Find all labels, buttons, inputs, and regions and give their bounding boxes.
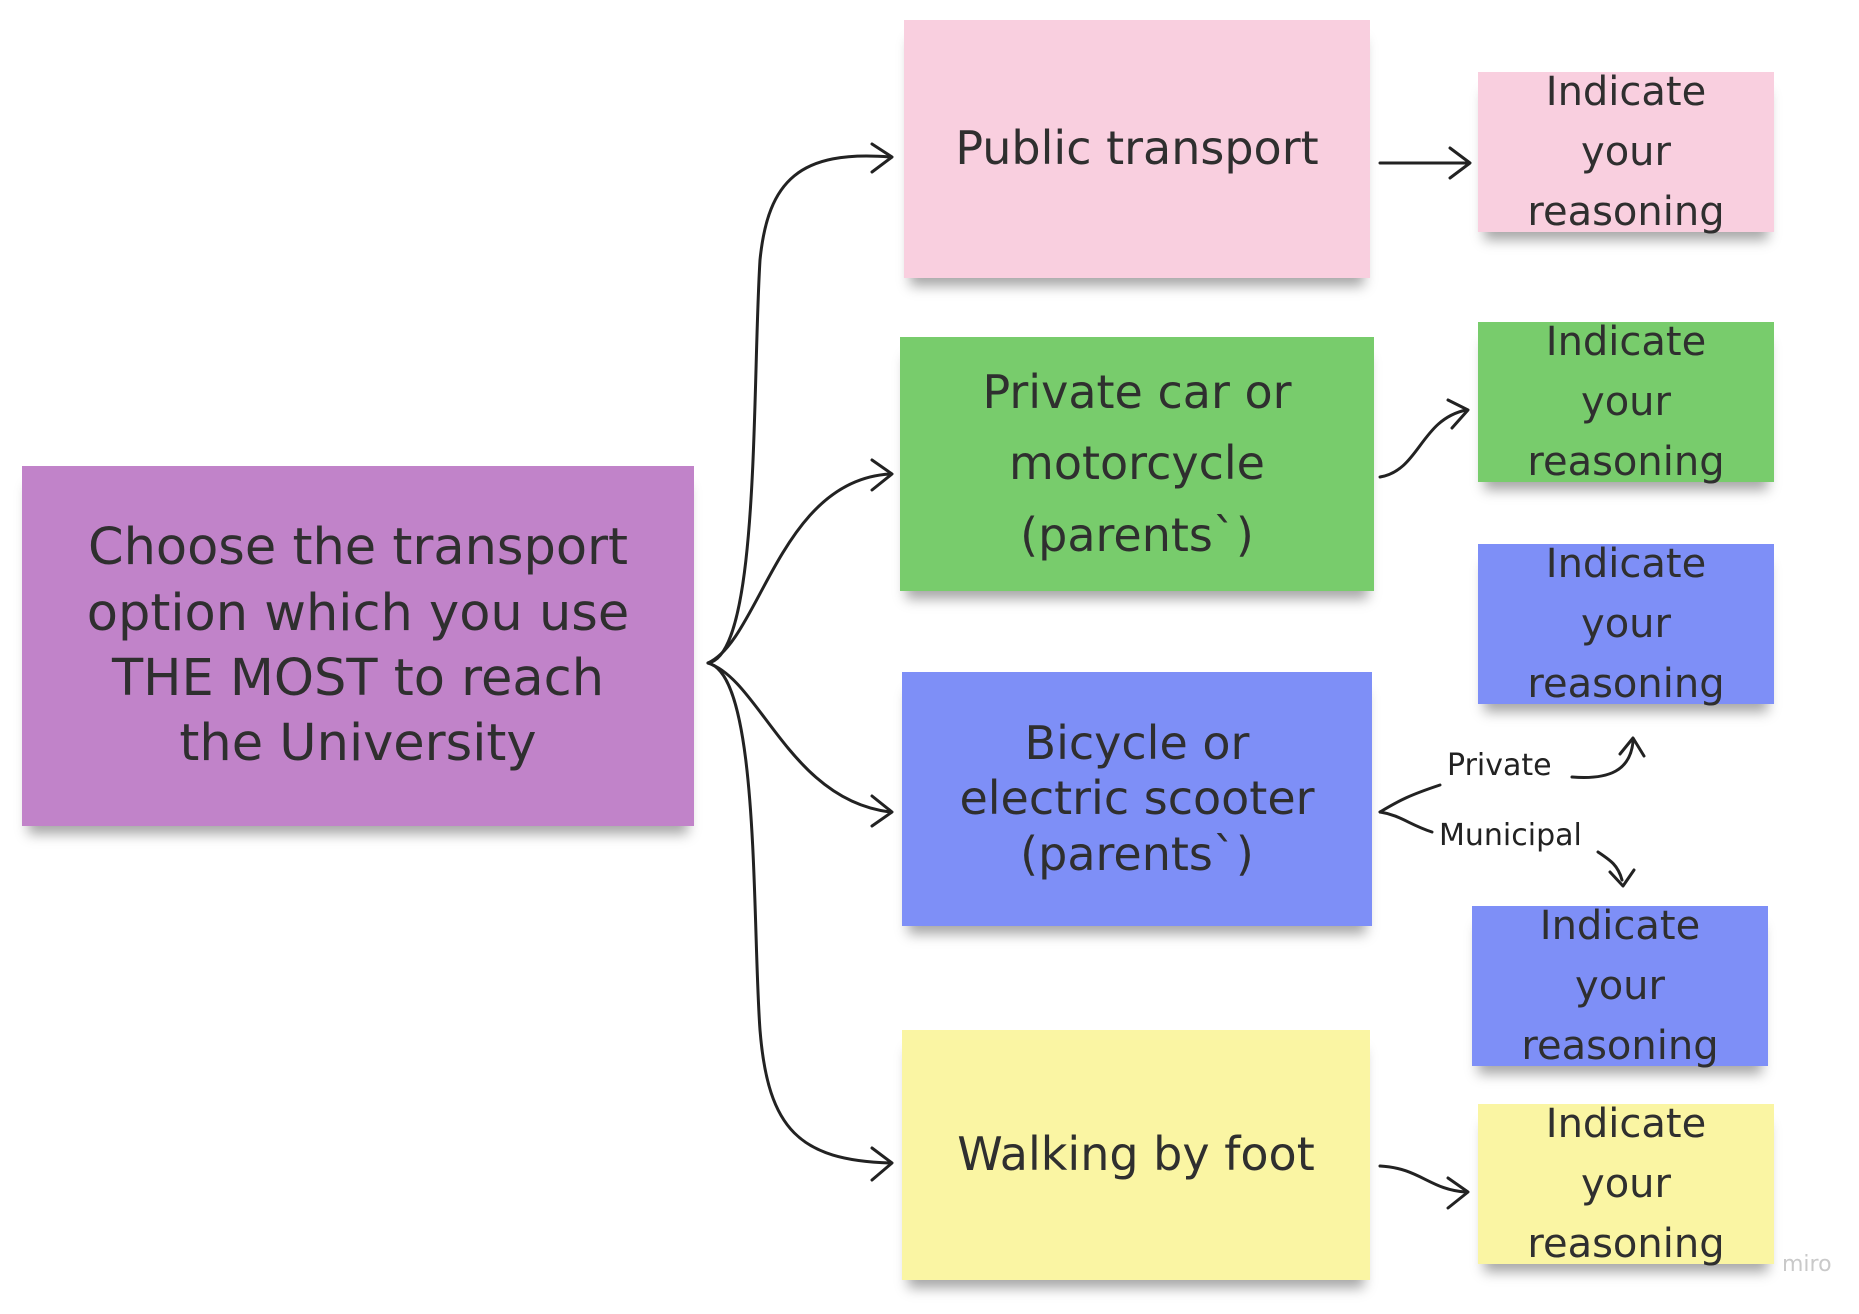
reasoning-note-bicycle-municipal[interactable]: Indicate your reasoning	[1472, 903, 1768, 1069]
reasoning-text: Indicate your reasoning	[1527, 541, 1725, 707]
reasoning-text: Indicate your reasoning	[1527, 319, 1725, 485]
connector-municipal-branch	[1596, 850, 1624, 882]
connector-private-branch	[1570, 740, 1635, 780]
arrowhead-public-transport	[870, 142, 894, 174]
arrowhead-private-reasoning	[1446, 398, 1470, 430]
connector-to-private-car	[706, 472, 892, 665]
arrowhead-private-car	[870, 458, 894, 492]
option-bicycle-text: Bicycle or electric scooter (parents`)	[959, 716, 1315, 881]
arrowhead-walking-reasoning	[1446, 1176, 1470, 1210]
connector-to-bicycle	[706, 661, 892, 814]
option-walking-note[interactable]: Walking by foot	[902, 1030, 1370, 1280]
reasoning-text: Indicate your reasoning	[1527, 1101, 1725, 1267]
connector-walking-to-reasoning	[1378, 1164, 1468, 1194]
reasoning-note-private-car[interactable]: Indicate your reasoning	[1478, 319, 1774, 485]
arrowhead-municipal-branch	[1608, 868, 1636, 888]
option-private-car-note[interactable]: Private car or motorcycle (parents`)	[900, 337, 1374, 591]
connector-private-to-reasoning	[1378, 408, 1468, 479]
reasoning-text: Indicate your reasoning	[1527, 69, 1725, 235]
edge-label-private: Private	[1447, 748, 1552, 783]
reasoning-note-public-transport[interactable]: Indicate your reasoning	[1478, 69, 1774, 235]
miro-watermark: miro	[1782, 1252, 1832, 1277]
arrowhead-public-reasoning	[1448, 146, 1472, 180]
main-question-note[interactable]: Choose the transport option which you us…	[22, 466, 694, 826]
option-bicycle-note[interactable]: Bicycle or electric scooter (parents`)	[902, 672, 1372, 926]
arrowhead-walking	[870, 1146, 894, 1182]
arrowhead-private-branch	[1618, 736, 1646, 758]
option-public-transport-note[interactable]: Public transport	[904, 20, 1370, 278]
connector-to-walking	[706, 661, 892, 1165]
reasoning-note-walking[interactable]: Indicate your reasoning	[1478, 1101, 1774, 1267]
connector-bicycle-split-lower	[1378, 810, 1434, 834]
main-question-text: Choose the transport option which you us…	[86, 518, 630, 774]
edge-label-municipal: Municipal	[1439, 818, 1582, 853]
reasoning-text: Indicate your reasoning	[1521, 903, 1719, 1069]
option-private-car-text: Private car or motorcycle (parents`)	[982, 365, 1292, 562]
reasoning-note-bicycle-private[interactable]: Indicate your reasoning	[1478, 541, 1774, 707]
option-walking-text: Walking by foot	[957, 1127, 1315, 1182]
option-public-transport-text: Public transport	[955, 121, 1319, 176]
connector-bicycle-split	[1378, 783, 1442, 814]
connector-to-public-transport	[706, 154, 892, 665]
arrowhead-bicycle	[870, 794, 894, 828]
